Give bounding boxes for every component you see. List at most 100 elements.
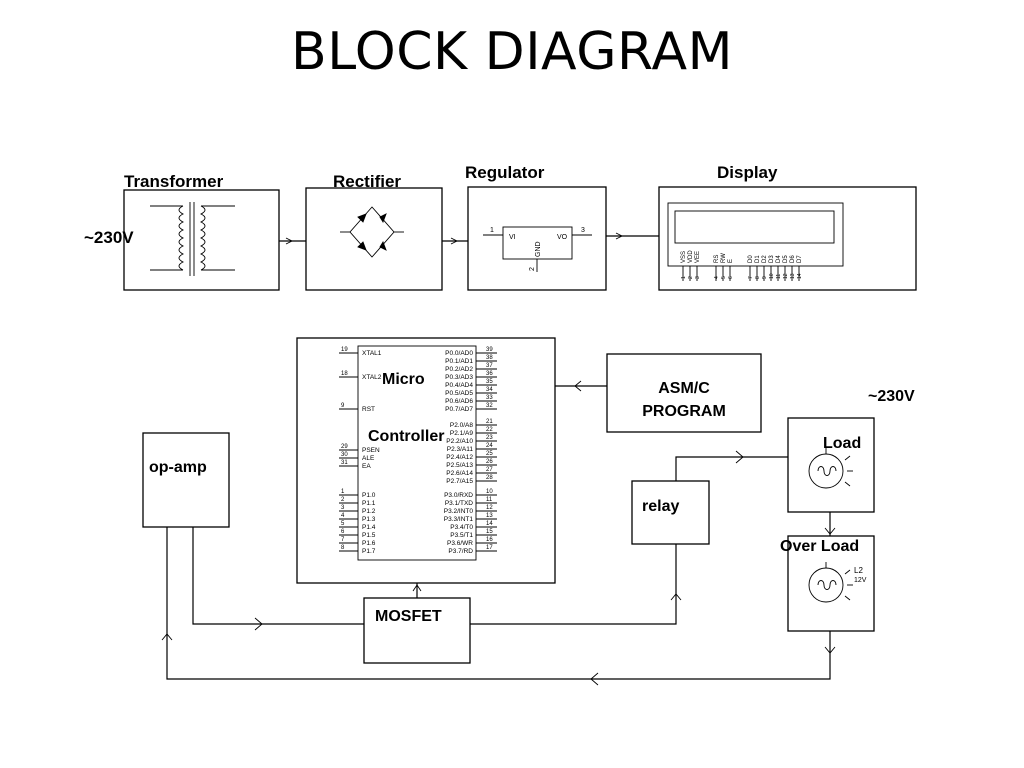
bottom-wires [161, 450, 836, 686]
mcu-pin-signal: P3.0/RXD [444, 492, 473, 499]
mcu-pin-number: 22 [486, 427, 493, 433]
mcu-pin-number: 33 [486, 395, 493, 401]
mcu-pin-signal: ALE [362, 455, 375, 462]
opamp-label: op-amp [149, 459, 207, 476]
mcu-pin-signal: P2.3/A11 [447, 446, 474, 453]
mcu-pin-signal: P2.2/A10 [446, 438, 473, 445]
mcu-pin-number: 29 [341, 444, 348, 450]
mcu-pin-signal: P2.7/A15 [446, 478, 473, 485]
mcu-pin-signal: P1.5 [362, 532, 376, 539]
mcu-pin-signal: P1.7 [362, 548, 376, 555]
overload-block: Over Load L2 12V [780, 535, 875, 632]
lcd-pin-number: 4 [714, 276, 720, 279]
lcd-pin-number: 8 [755, 276, 761, 279]
lcd-pin-signal: VEE [695, 251, 701, 263]
mcu-pin-number: 37 [486, 363, 493, 369]
mcu-pin-number: 1 [341, 489, 345, 495]
mcu-pin-number: 6 [341, 529, 345, 535]
display-block: Display VSS1VDD2VEE3RS4RW5E6D07D18D29D31… [658, 163, 917, 291]
lcd-pin-signal: D5 [783, 255, 789, 263]
lamp-icon [808, 562, 853, 603]
mcu-pin-number: 2 [341, 497, 345, 503]
mcu-pin-signal: P3.3/INT1 [444, 516, 474, 523]
mcu-pin-number: 9 [341, 403, 345, 409]
lcd-pin-number: 14 [797, 273, 803, 279]
mcu-pin-number: 4 [341, 513, 345, 519]
rectifier-block: Rectifier [305, 172, 443, 291]
lcd-pin-signal: VDD [688, 250, 694, 263]
lcd-pin-number: 10 [769, 273, 775, 279]
mcu-pin-number: 30 [341, 452, 348, 458]
regulator-vi-label: VI [509, 234, 516, 241]
lcd-pin-signal: E [728, 259, 734, 263]
lcd-pin-signal: D7 [797, 255, 803, 263]
mcu-pin-number: 21 [486, 419, 493, 425]
mcu-pin-number: 35 [486, 379, 493, 385]
rectifier-label: Rectifier [333, 172, 401, 191]
lcd-pin-number: 3 [695, 276, 701, 279]
mcu-pin-signal: RST [362, 406, 375, 413]
mcu-pin-number: 38 [486, 355, 493, 361]
mcu-pin-signal: P2.0/A8 [450, 422, 474, 429]
transformer-label: Transformer [124, 172, 224, 191]
lcd-pin-signal: D2 [762, 255, 768, 263]
mcu-pin-signal: P2.6/A14 [446, 470, 473, 477]
transformer-icon [150, 202, 235, 276]
display-label: Display [717, 163, 778, 182]
lcd-pin-number: 9 [762, 276, 768, 279]
mcu-pin-signal: P1.3 [362, 516, 376, 523]
regulator-pin-3: 3 [581, 227, 585, 234]
lcd-pin-signal: D6 [790, 255, 796, 263]
program-block: ASM/C PROGRAM [555, 353, 762, 433]
lcd-pin-signal: D3 [769, 255, 775, 263]
lcd-pin-signal: RS [714, 255, 720, 263]
lamp-l2-name: L2 [854, 566, 863, 575]
mosfet-label: MOSFET [375, 608, 442, 625]
relay-label: relay [642, 498, 679, 515]
mcu-pin-signal: P0.4/AD4 [445, 382, 473, 389]
lcd-pin-header: VSS1VDD2VEE3RS4RW5E6D07D18D29D310D411D51… [681, 250, 803, 281]
controller-label: Controller [368, 428, 444, 445]
regulator-vo-label: VO [557, 234, 568, 241]
mcu-pin-number: 39 [486, 347, 493, 353]
mcu-pin-number: 7 [341, 537, 345, 543]
mcu-pin-signal: P0.0/AD0 [445, 350, 473, 357]
mcu-pin-signal: P2.4/A12 [446, 454, 473, 461]
lcd-pin-number: 6 [728, 276, 734, 279]
mcu-pin-number: 28 [486, 475, 493, 481]
load-supply-label: ~230V [868, 388, 915, 405]
regulator-pin-2: 2 [529, 267, 536, 271]
load-block: Load [787, 417, 875, 513]
mcu-pin-signal: P1.4 [362, 524, 376, 531]
mcu-pin-signal: EA [362, 463, 371, 470]
mcu-pin-number: 34 [486, 387, 493, 393]
lcd-pin-signal: D0 [748, 255, 754, 263]
regulator-block: Regulator VI VO GND 1 3 2 [465, 163, 607, 291]
mcu-pin-number: 31 [341, 460, 348, 466]
lcd-pin-number: 2 [688, 276, 694, 279]
mcu-pin-signal: P3.4/T0 [450, 524, 473, 531]
mcu-pin-signal: P3.2/INT0 [444, 508, 474, 515]
mcu-pin-number: 23 [486, 435, 493, 441]
mcu-pin-number: 25 [486, 451, 493, 457]
mcu-pin-number: 26 [486, 459, 493, 465]
mcu-right-pins: 39P0.0/AD038P0.1/AD137P0.2/AD236P0.3/AD3… [444, 347, 497, 555]
lcd-pin-number: 11 [776, 274, 782, 279]
mcu-pin-number: 36 [486, 371, 493, 377]
lcd-pin-number: 7 [748, 276, 754, 279]
mcu-pin-number: 14 [486, 521, 493, 527]
mcu-pin-signal: P2.5/A13 [446, 462, 473, 469]
lamp-l2-rating: 12V [854, 577, 867, 584]
mcu-pin-number: 18 [341, 371, 348, 377]
lcd-pin-signal: D4 [776, 255, 782, 263]
top-row-wires [279, 232, 659, 245]
lcd-pin-number: 13 [790, 273, 796, 279]
regulator-gnd-label: GND [535, 241, 542, 257]
mcu-pin-signal: XTAL1 [362, 350, 382, 357]
input-voltage-label: ~230V [84, 228, 134, 247]
mcu-pin-signal: P1.6 [362, 540, 376, 547]
lcd-pin-number: 1 [681, 276, 687, 279]
